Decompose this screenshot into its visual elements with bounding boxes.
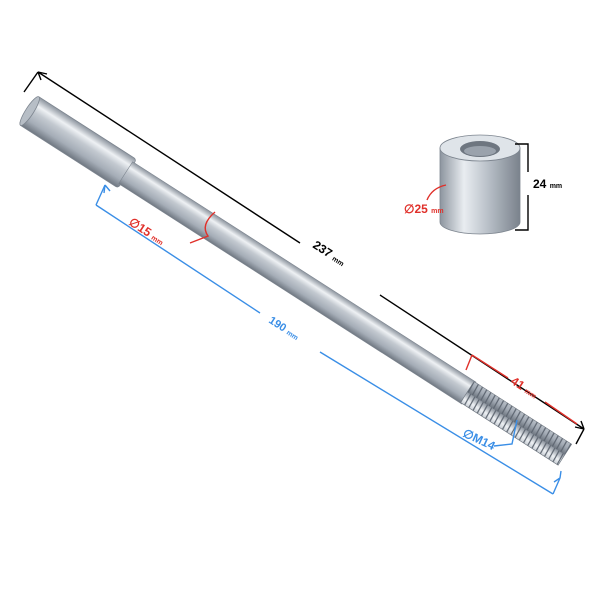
total-length-unit: mm <box>331 256 345 269</box>
spacer-sleeve <box>439 134 521 235</box>
dimension-thread-length <box>465 354 578 425</box>
total-length-label: 237 mm <box>310 238 348 269</box>
thread-size-value: M14 <box>470 430 497 453</box>
diameter-arrows <box>189 184 447 244</box>
thread-diameter-arrow <box>493 419 518 447</box>
spacer-height-unit: mm <box>550 183 562 190</box>
rod-end-face <box>19 96 40 126</box>
dimension-shaft-length <box>95 184 562 495</box>
shaft-diameter-label: ∅15 mm <box>126 215 167 248</box>
dimension-total-length <box>23 71 585 445</box>
total-length-value: 237 <box>310 238 335 261</box>
shaft-length-unit: mm <box>285 329 299 342</box>
dimension-spacer-height <box>515 143 529 231</box>
shaft-diameter-arrow <box>189 211 216 244</box>
shaft-length-label: 190 mm <box>266 314 301 343</box>
spacer-body <box>439 147 521 235</box>
spacer-diameter-value: 25 <box>414 202 428 216</box>
spacer-diameter-label: ∅25 mm <box>404 202 444 216</box>
diameter-symbol-icon: ∅ <box>404 202 414 216</box>
spacer-height-label: 24 mm <box>533 177 562 191</box>
thread-length-unit: mm <box>523 388 537 401</box>
spacer-height-value: 24 <box>533 177 547 191</box>
spacer-diameter-arrow <box>426 184 447 201</box>
spacer-bore-inner <box>464 146 496 156</box>
rod-shaft <box>118 161 477 405</box>
rod-head <box>19 96 136 188</box>
shaft-length-value: 190 <box>266 314 288 334</box>
spacer-diameter-unit: mm <box>431 208 443 215</box>
